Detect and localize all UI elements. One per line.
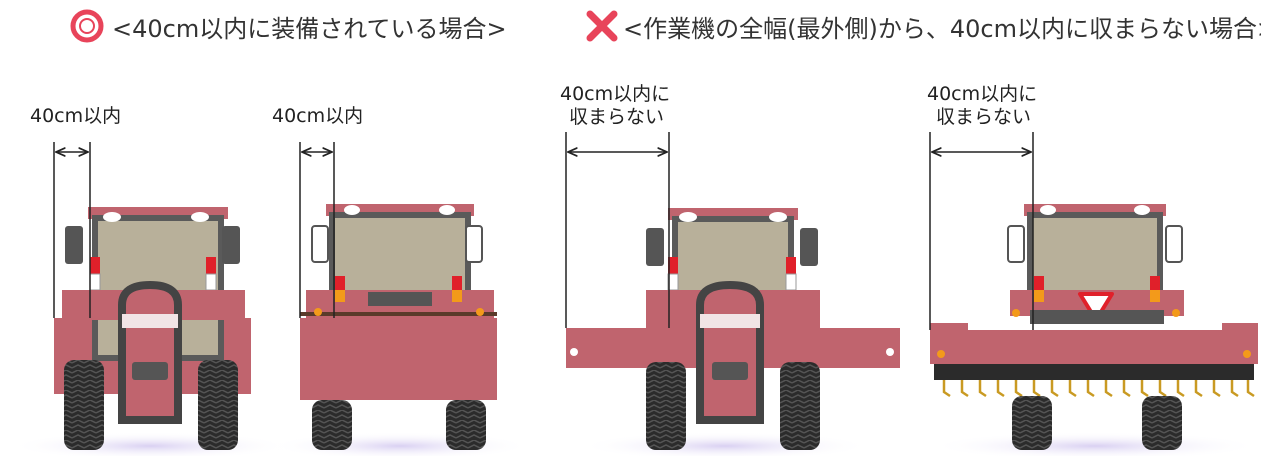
dimension-label-4-line2: 収まらない	[936, 106, 1032, 128]
ng-header-text: <作業機の全幅(最外側)から、40cm以内に収まらない場合>	[623, 14, 1261, 43]
tractor-3	[565, 132, 900, 456]
tractor-4	[929, 132, 1260, 456]
ok-header-text: <40cm以内に装備されている場合>	[112, 14, 507, 43]
tractor-2	[270, 142, 530, 456]
dimension-label-2: 40cm以内	[272, 105, 364, 127]
tractor-1	[10, 142, 290, 456]
dimension-label-3-line2: 収まらない	[569, 106, 665, 128]
dimension-label-3-line1: 40cm以内に	[560, 83, 671, 105]
cross-mark-icon	[586, 10, 618, 42]
dimension-label-4-line1: 40cm以内に	[927, 83, 1038, 105]
ng-header: <作業機の全幅(最外側)から、40cm以内に収まらない場合>	[585, 8, 1261, 44]
tiller-blades	[942, 380, 1255, 398]
circle-mark-icon	[70, 9, 104, 43]
ok-header: <40cm以内に装備されている場合>	[70, 8, 507, 44]
dimension-label-1: 40cm以内	[30, 105, 122, 127]
